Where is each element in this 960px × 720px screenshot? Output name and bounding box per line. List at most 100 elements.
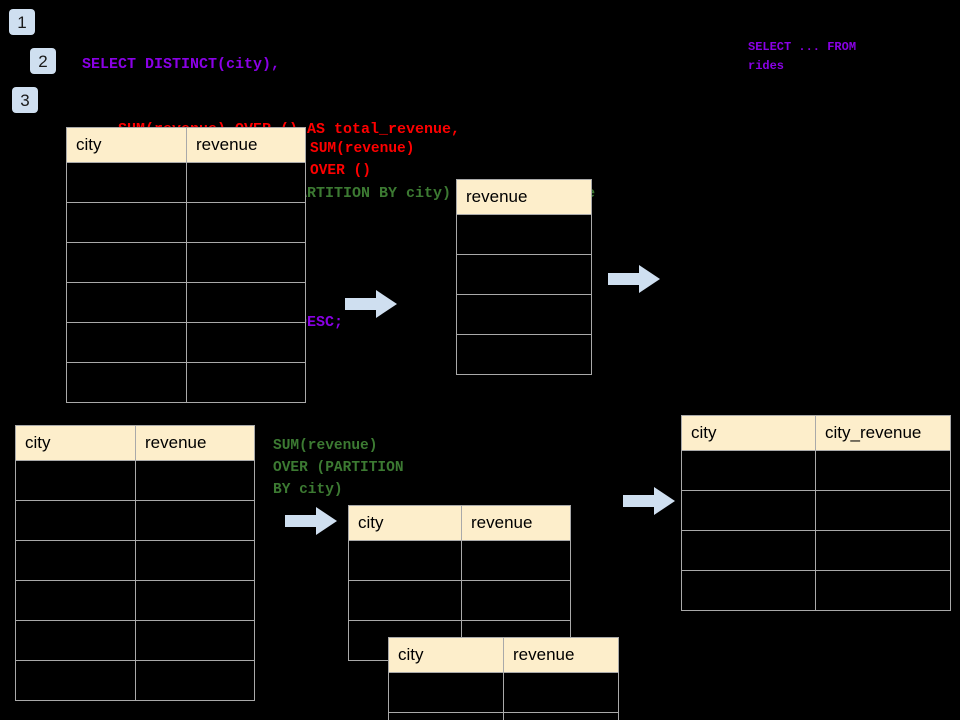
table-row — [456, 254, 592, 295]
cell-city — [15, 580, 136, 621]
table-row — [456, 294, 592, 335]
cell-city-revenue — [815, 490, 951, 531]
cell-revenue — [503, 672, 619, 713]
cell-city-revenue — [815, 570, 951, 611]
column-header-city: city — [681, 415, 816, 451]
result-table: city city_revenue — [681, 415, 951, 611]
table-row — [681, 490, 951, 531]
cell-revenue — [135, 500, 255, 541]
cell-city — [388, 672, 504, 713]
column-header-city: city — [66, 127, 187, 163]
table-row — [15, 620, 255, 661]
sum-over-partition-annotation: SUM(revenue) OVER (PARTITION BY city) — [273, 438, 404, 498]
cell-revenue — [135, 620, 255, 661]
table-row — [66, 322, 306, 363]
table-row — [681, 570, 951, 611]
sql-line-1: SELECT DISTINCT(city), — [82, 56, 281, 73]
cell-city — [66, 202, 187, 243]
column-header-city: city — [348, 505, 462, 541]
cell-city — [66, 242, 187, 283]
table-row — [66, 242, 306, 283]
cell-city — [15, 620, 136, 661]
cell-city — [66, 162, 187, 203]
table-row — [388, 672, 619, 713]
table-row — [388, 712, 619, 720]
cell-revenue — [503, 712, 619, 720]
partition-table-back: city revenue — [348, 505, 571, 661]
table-header-row: city revenue — [348, 505, 571, 541]
table-row — [66, 362, 306, 403]
cell-city-revenue — [815, 450, 951, 491]
cell-city — [66, 362, 187, 403]
table-row — [348, 580, 571, 621]
arrow-right-icon — [608, 265, 660, 293]
cell-revenue — [456, 334, 592, 375]
table-row — [66, 162, 306, 203]
cell-city-revenue — [815, 530, 951, 571]
total-revenue-table: revenue — [456, 179, 592, 375]
cell-city — [66, 282, 187, 323]
table-row — [15, 500, 255, 541]
column-header-revenue: revenue — [456, 179, 592, 215]
cell-city — [15, 460, 136, 501]
arrow-right-icon — [285, 507, 337, 535]
cell-revenue — [186, 162, 306, 203]
cell-revenue — [456, 254, 592, 295]
column-header-city: city — [15, 425, 136, 461]
table-header-row: revenue — [456, 179, 592, 215]
cell-revenue — [135, 660, 255, 701]
select-from-rides-annotation: SELECT ... FROM rides — [748, 40, 857, 73]
cell-city — [348, 580, 462, 621]
cell-revenue — [135, 580, 255, 621]
column-header-city: city — [388, 637, 504, 673]
column-header-city-revenue: city_revenue — [815, 415, 951, 451]
column-header-revenue: revenue — [135, 425, 255, 461]
sum-over-empty-annotation: SUM(revenue) OVER () — [310, 141, 415, 179]
table-row — [348, 540, 571, 581]
table-row — [681, 450, 951, 491]
cell-revenue — [461, 540, 571, 581]
table-row — [15, 460, 255, 501]
cell-revenue — [135, 540, 255, 581]
arrow-right-icon — [623, 487, 675, 515]
cell-city — [681, 570, 816, 611]
column-header-revenue: revenue — [461, 505, 571, 541]
table-row — [456, 214, 592, 255]
column-header-revenue: revenue — [186, 127, 306, 163]
cell-city — [348, 540, 462, 581]
table-row — [681, 530, 951, 571]
cell-city — [66, 322, 187, 363]
cell-revenue — [461, 580, 571, 621]
cell-city — [681, 530, 816, 571]
cell-city — [15, 540, 136, 581]
column-header-revenue: revenue — [503, 637, 619, 673]
partition-table-front: city revenue — [388, 637, 619, 720]
cell-revenue — [186, 362, 306, 403]
table-header-row: city revenue — [388, 637, 619, 673]
cell-city — [388, 712, 504, 720]
cell-revenue — [186, 282, 306, 323]
rides-source-table-bottom: city revenue — [15, 425, 255, 701]
table-row — [66, 282, 306, 323]
table-header-row: city city_revenue — [681, 415, 951, 451]
cell-revenue — [186, 202, 306, 243]
cell-city — [681, 450, 816, 491]
step-badge-3: 3 — [12, 87, 38, 113]
step-badge-1: 1 — [9, 9, 35, 35]
table-header-row: city revenue — [66, 127, 306, 163]
cell-revenue — [456, 214, 592, 255]
cell-revenue — [135, 460, 255, 501]
arrow-right-icon — [345, 290, 397, 318]
rides-source-table-top: city revenue — [66, 127, 306, 403]
table-row — [456, 334, 592, 375]
table-row — [66, 202, 306, 243]
cell-city — [15, 660, 136, 701]
table-row — [15, 660, 255, 701]
step-badge-2: 2 — [30, 48, 56, 74]
table-header-row: city revenue — [15, 425, 255, 461]
cell-revenue — [186, 242, 306, 283]
table-row — [15, 580, 255, 621]
cell-revenue — [186, 322, 306, 363]
cell-revenue — [456, 294, 592, 335]
